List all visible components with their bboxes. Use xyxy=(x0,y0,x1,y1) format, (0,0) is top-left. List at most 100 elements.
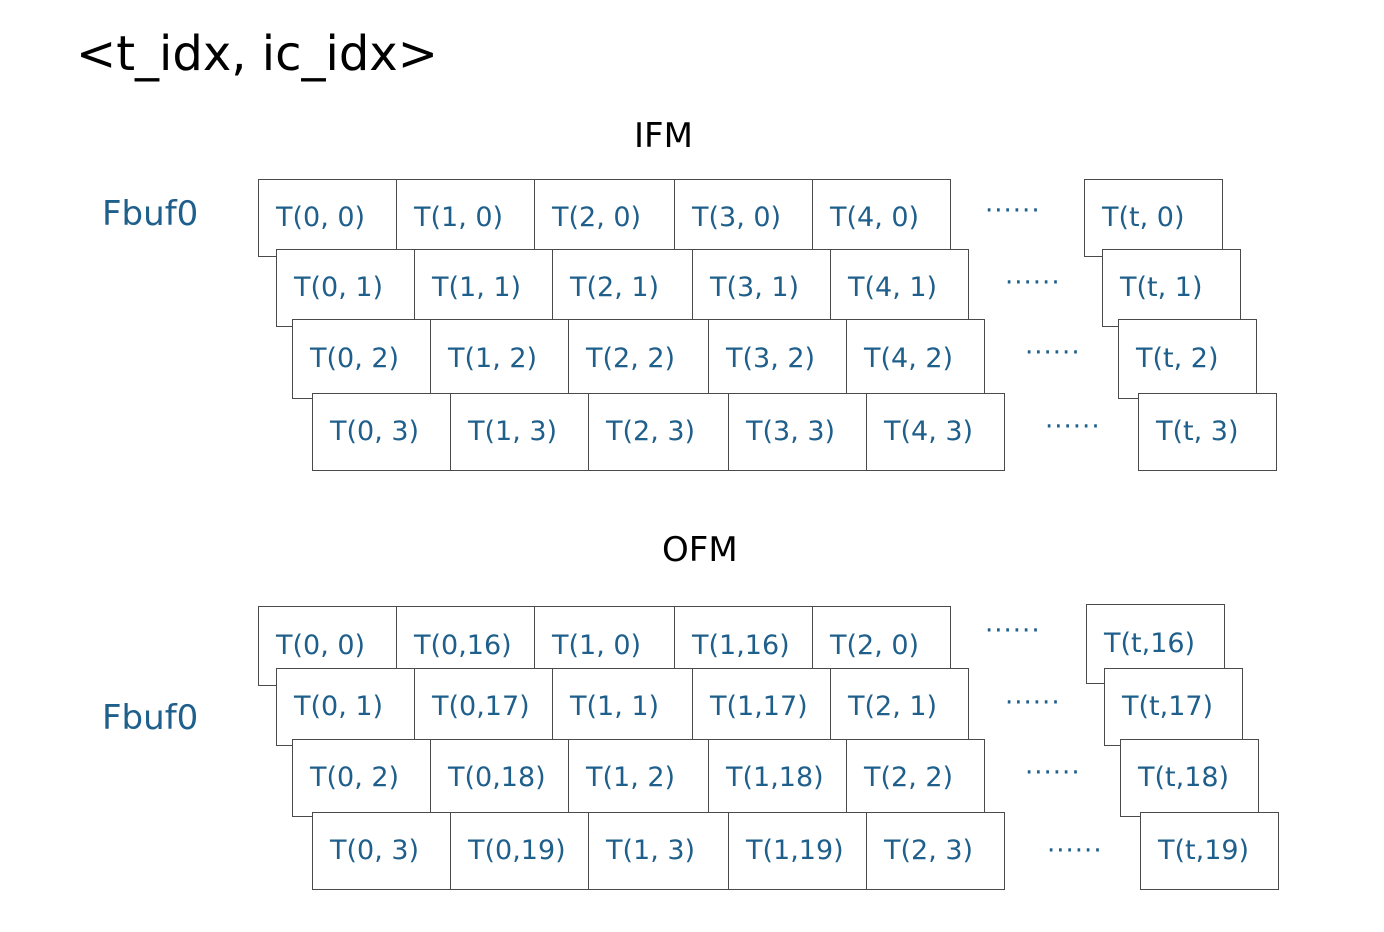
ofm-tile-label: T(t,19) xyxy=(1158,835,1250,866)
ofm-tile: T(1,17) xyxy=(692,668,831,746)
ifm-tile-label: T(0, 0) xyxy=(276,202,366,233)
ofm-tile: T(1, 3) xyxy=(588,812,729,890)
ifm-tile: T(2, 1) xyxy=(552,249,693,327)
ofm-tile-label: T(0, 3) xyxy=(330,835,420,866)
ifm-tile-last: T(t, 3) xyxy=(1138,393,1277,471)
ifm-tile-last: T(t, 1) xyxy=(1102,249,1241,327)
ifm-tile-label: T(3, 3) xyxy=(746,416,836,447)
ofm-tile-label: T(1,18) xyxy=(726,762,824,793)
ofm-tile: T(1, 1) xyxy=(552,668,693,746)
ofm-ellipsis: ······ xyxy=(1005,688,1061,718)
ofm-tile-label: T(1, 2) xyxy=(586,762,676,793)
ofm-tile-label: T(2, 0) xyxy=(830,630,920,661)
ofm-tile-label: T(1,17) xyxy=(710,691,808,722)
ifm-tile-label: T(t, 0) xyxy=(1102,202,1185,233)
ifm-tile-label: T(3, 1) xyxy=(710,272,800,303)
ifm-buffer-label: Fbuf0 xyxy=(102,194,199,234)
ofm-tile-label: T(0, 2) xyxy=(310,762,400,793)
ifm-tile-last: T(t, 2) xyxy=(1118,319,1257,399)
ofm-tile-label: T(1,16) xyxy=(692,630,790,661)
ifm-ellipsis: ······ xyxy=(1045,412,1101,442)
ofm-tile-label: T(2, 3) xyxy=(884,835,974,866)
ifm-tile: T(2, 2) xyxy=(568,319,709,399)
ifm-tile: T(4, 0) xyxy=(812,179,951,257)
ifm-tile-label: T(2, 3) xyxy=(606,416,696,447)
ofm-tile: T(0,17) xyxy=(414,668,553,746)
ifm-tile-label: T(4, 1) xyxy=(848,272,938,303)
ofm-tile: T(0, 2) xyxy=(292,739,431,817)
ofm-buffer-label: Fbuf0 xyxy=(102,698,199,738)
ifm-tile: T(0, 0) xyxy=(258,179,397,257)
ifm-tile-label: T(0, 1) xyxy=(294,272,384,303)
ofm-ellipsis: ······ xyxy=(1025,758,1081,788)
ofm-tile-last: T(t,19) xyxy=(1140,812,1279,890)
ofm-tile: T(1,18) xyxy=(708,739,847,817)
ifm-tile: T(3, 2) xyxy=(708,319,847,399)
ifm-tile-label: T(t, 3) xyxy=(1156,416,1239,447)
ifm-tile: T(2, 3) xyxy=(588,393,729,471)
ifm-tile-last: T(t, 0) xyxy=(1084,179,1223,257)
ifm-tile: T(3, 1) xyxy=(692,249,831,327)
ofm-tile: T(2, 3) xyxy=(866,812,1005,890)
ifm-ellipsis: ······ xyxy=(985,196,1041,226)
ifm-tile: T(1, 3) xyxy=(450,393,589,471)
ofm-tile-last: T(t,18) xyxy=(1120,739,1259,817)
ifm-tile: T(0, 3) xyxy=(312,393,451,471)
ifm-tile-label: T(3, 0) xyxy=(692,202,782,233)
ifm-tile-label: T(4, 2) xyxy=(864,343,954,374)
ofm-tile-label: T(t,16) xyxy=(1104,628,1196,659)
ifm-tile-label: T(2, 1) xyxy=(570,272,660,303)
ifm-tile: T(0, 1) xyxy=(276,249,415,327)
ofm-tile-label: T(1,19) xyxy=(746,835,844,866)
diagram-title: <t_idx, ic_idx> xyxy=(76,26,438,82)
ofm-section-title: OFM xyxy=(662,530,738,570)
ifm-tile: T(3, 0) xyxy=(674,179,813,257)
ofm-tile: T(0, 1) xyxy=(276,668,415,746)
ofm-ellipsis: ······ xyxy=(1047,836,1103,866)
ifm-tile: T(4, 1) xyxy=(830,249,969,327)
ifm-tile-label: T(t, 1) xyxy=(1120,272,1203,303)
ifm-tile-label: T(0, 3) xyxy=(330,416,420,447)
ofm-tile-label: T(1, 0) xyxy=(552,630,642,661)
ifm-tile-label: T(1, 1) xyxy=(432,272,522,303)
ofm-tile-label: T(2, 1) xyxy=(848,691,938,722)
ifm-ellipsis: ······ xyxy=(1025,338,1081,368)
ifm-tile: T(4, 2) xyxy=(846,319,985,399)
ifm-ellipsis: ······ xyxy=(1005,268,1061,298)
ifm-tile: T(1, 2) xyxy=(430,319,569,399)
ifm-tile: T(4, 3) xyxy=(866,393,1005,471)
ifm-tile-label: T(t, 2) xyxy=(1136,343,1219,374)
ofm-tile: T(1,19) xyxy=(728,812,867,890)
ofm-tile: T(0,19) xyxy=(450,812,589,890)
ofm-tile: T(1, 2) xyxy=(568,739,709,817)
ofm-tile: T(2, 2) xyxy=(846,739,985,817)
ofm-ellipsis: ······ xyxy=(985,616,1041,646)
ofm-tile-label: T(0,19) xyxy=(468,835,566,866)
ifm-tile: T(2, 0) xyxy=(534,179,675,257)
ofm-tile-label: T(2, 2) xyxy=(864,762,954,793)
ifm-section-title: IFM xyxy=(634,116,693,156)
ifm-tile-label: T(2, 0) xyxy=(552,202,642,233)
ifm-tile: T(1, 1) xyxy=(414,249,553,327)
ifm-tile: T(3, 3) xyxy=(728,393,867,471)
ofm-tile: T(0,18) xyxy=(430,739,569,817)
ifm-tile-label: T(1, 3) xyxy=(468,416,558,447)
ofm-tile: T(2, 1) xyxy=(830,668,969,746)
ofm-tile-label: T(t,17) xyxy=(1122,691,1214,722)
ifm-tile: T(0, 2) xyxy=(292,319,431,399)
ofm-tile: T(0, 3) xyxy=(312,812,451,890)
ifm-tile-label: T(4, 3) xyxy=(884,416,974,447)
ifm-tile-label: T(0, 2) xyxy=(310,343,400,374)
ofm-tile-label: T(1, 3) xyxy=(606,835,696,866)
ofm-tile-label: T(0, 1) xyxy=(294,691,384,722)
ofm-tile-last: T(t,17) xyxy=(1104,668,1243,746)
ifm-tile-label: T(2, 2) xyxy=(586,343,676,374)
ofm-tile-label: T(t,18) xyxy=(1138,762,1230,793)
ofm-tile-label: T(0,16) xyxy=(414,630,512,661)
ifm-tile-label: T(3, 2) xyxy=(726,343,816,374)
ofm-tile-label: T(0, 0) xyxy=(276,630,366,661)
ofm-tile-label: T(0,18) xyxy=(448,762,546,793)
ofm-tile-label: T(1, 1) xyxy=(570,691,660,722)
ifm-tile-label: T(1, 0) xyxy=(414,202,504,233)
ifm-tile: T(1, 0) xyxy=(396,179,535,257)
